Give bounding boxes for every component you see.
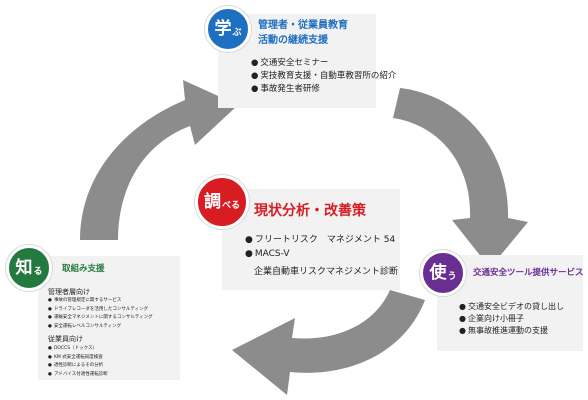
investigate-list: フリートリスク マネジメント 54 MACS-V [245,233,395,261]
list-item: KM 式安全運転知度検査 [48,354,108,363]
list-item: 適性診断によるその分析 [48,362,108,371]
list-item: アドバイス付適性運転診断 [48,371,108,380]
list-item: 運輸安全マネジメントに関するコンサルティング [48,314,153,323]
list-item: DOCCS（ドックス） [48,345,108,354]
investigate-extra-line: 企業自動車リスクマネジメント診断 [254,267,399,277]
arrow-left-to-top [80,80,238,240]
use-badge-kanji: 使 [429,262,447,283]
list-item: MACS-V [245,247,395,261]
list-item: 無事故推進運動の支援 [459,325,564,337]
list-item: 安全運転レベルコンサルティング [48,323,153,332]
learn-badge: 学ぶ [205,6,251,52]
list-item: フリートリスク マネジメント 54 [245,233,395,247]
learn-title-line1: 管理者・従業員教育 [258,20,348,31]
learn-list: 交通安全セミナー 実技教育支援・自動車教習所の紹介 事故発生者研修 [251,57,396,96]
know-badge-suffix: る [33,267,43,277]
know-badge: 知る [6,245,52,291]
know-group1-list: 事故の管理規定に関するサービス ドライブレコーダを活用したコンサルティング 運輸… [48,297,153,331]
list-item: 事故発生者研修 [251,83,396,96]
know-group2-list: DOCCS（ドックス） KM 式安全運転知度検査 適性診断によるその分析 アドバ… [48,345,108,379]
use-list: 交通安全ビデオの貸し出し 企業向け小冊子 無事故推進運動の支援 [459,301,564,337]
use-badge: 使う [420,250,466,296]
list-item: 企業向け小冊子 [459,313,564,325]
know-title: 取組み支援 [62,264,105,274]
use-title: 交通安全ツール提供サービス [473,268,584,278]
learn-badge-kanji: 学 [214,18,232,39]
know-badge-kanji: 知 [15,257,33,278]
know-group1-label: 管理者層向け [48,288,90,296]
list-item: 事故の管理規定に関するサービス [48,297,153,306]
know-group2-label: 従業員向け [48,335,83,343]
list-item: 実技教育支援・自動車教習所の紹介 [251,70,396,83]
arrow-top-to-right [393,88,528,268]
list-item: 交通安全ビデオの貸し出し [459,301,564,313]
investigate-title: 現状分析・改善策 [254,203,366,219]
arrow-right-to-bottom [232,290,425,395]
use-badge-suffix: う [447,272,457,282]
investigate-badge-kanji: 調 [203,191,221,212]
investigate-badge: 調べる [195,175,249,229]
learn-title-line2: 活動の継続支援 [258,35,328,46]
list-item: 交通安全セミナー [251,57,396,70]
list-item: ドライブレコーダを活用したコンサルティング [48,306,153,315]
investigate-badge-suffix: べる [221,201,240,211]
learn-badge-suffix: ぶ [232,28,242,38]
learn-title: 管理者・従業員教育 活動の継続支援 [258,18,348,48]
